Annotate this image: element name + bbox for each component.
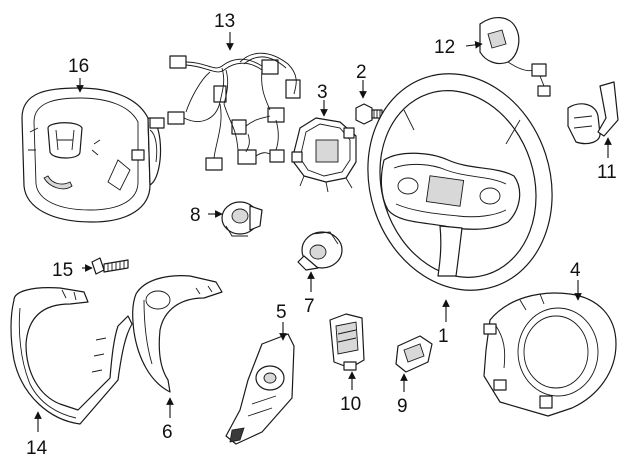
part-9-button [395,335,433,373]
callout-15: 15 [52,260,73,281]
part-8-switch [221,201,263,237]
part-12-switch-assembly [479,17,551,97]
part-6-lower-cover [132,275,223,393]
callout-11: 11 [597,162,617,183]
part-16-airbag-module [21,87,165,223]
callout-1: 1 [438,326,449,347]
callout-12: 12 [434,37,455,58]
callout-labels: 1 2 3 4 5 6 7 8 9 10 11 12 13 14 15 16 [26,11,617,459]
part-7-switch [297,231,343,271]
part-3-cable-reel [291,117,357,193]
callout-9: 9 [397,396,408,417]
callout-7: 7 [304,296,315,317]
callout-10: 10 [340,394,361,415]
callout-14: 14 [26,438,48,459]
part-13-wire-harness [167,52,301,171]
callout-5: 5 [276,302,287,323]
callout-8: 8 [190,205,201,226]
callout-6: 6 [162,422,173,443]
part-11-paddle-switch [567,81,619,145]
callout-16: 16 [68,56,89,77]
callout-13: 13 [214,11,235,32]
part-2-bolt [355,103,383,125]
part-14-lower-garnish [10,287,133,425]
part-1-steering-wheel [367,73,553,291]
callout-4: 4 [570,260,581,281]
part-15-screw [91,257,129,275]
part-10-switch-module [329,313,365,371]
callout-3: 3 [317,82,328,103]
part-4-rear-cover [483,292,617,417]
callout-leaders [34,32,612,432]
callout-2: 2 [356,62,367,83]
part-5-switch-panel [225,333,295,445]
